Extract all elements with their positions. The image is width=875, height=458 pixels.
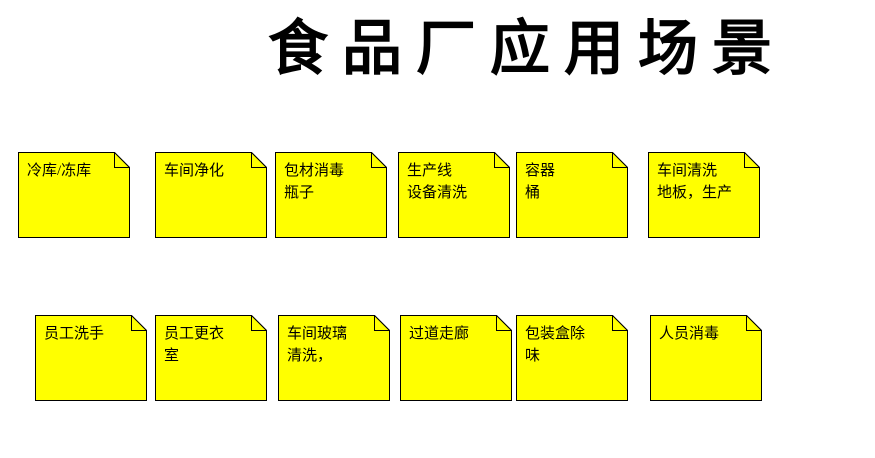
folded-corner-shape	[648, 152, 760, 238]
note-card-changing-room: 员工更衣 室	[155, 315, 267, 401]
folded-corner-shape	[398, 152, 510, 238]
note-label: 车间净化	[164, 163, 225, 179]
note-card-personnel-disinfection: 人员消毒	[650, 315, 762, 401]
folded-corner-shape	[35, 315, 147, 401]
note-label: 容器 桶	[525, 163, 556, 201]
note-label: 车间玻璃 清洗，	[287, 326, 348, 364]
note-label: 车间清洗 地板，生产	[657, 163, 733, 201]
folded-corner-shape	[155, 152, 267, 238]
folded-corner-shape	[275, 152, 387, 238]
note-card-production-line-cleaning: 生产线 设备清洗	[398, 152, 510, 238]
folded-corner-shape	[18, 152, 130, 238]
note-label: 过道走廊	[409, 326, 470, 342]
note-card-workshop-floor-cleaning: 车间清洗 地板，生产	[648, 152, 760, 238]
folded-corner-shape	[516, 315, 628, 401]
folded-corner-shape	[155, 315, 267, 401]
note-label: 员工更衣 室	[164, 326, 225, 364]
note-card-packaging-box-deodorize: 包装盒除 味	[516, 315, 628, 401]
note-label: 冷库/冻库	[27, 163, 92, 179]
note-label: 生产线 设备清洗	[407, 163, 468, 201]
note-card-glass-cleaning: 车间玻璃 清洗，	[278, 315, 390, 401]
folded-corner-shape	[650, 315, 762, 401]
note-label: 员工洗手	[44, 326, 105, 342]
slide-title: 食品厂应用场景	[268, 16, 786, 82]
note-card-workshop-purification: 车间净化	[155, 152, 267, 238]
note-card-employee-handwashing: 员工洗手	[35, 315, 147, 401]
note-label: 包装盒除 味	[525, 326, 586, 364]
note-card-cold-storage: 冷库/冻库	[18, 152, 130, 238]
note-card-packaging-disinfection: 包材消毒 瓶子	[275, 152, 387, 238]
folded-corner-shape	[516, 152, 628, 238]
folded-corner-shape	[278, 315, 390, 401]
note-card-container-bucket: 容器 桶	[516, 152, 628, 238]
note-label: 人员消毒	[659, 326, 720, 342]
folded-corner-shape	[400, 315, 512, 401]
note-card-corridor: 过道走廊	[400, 315, 512, 401]
note-label: 包材消毒 瓶子	[284, 163, 345, 201]
